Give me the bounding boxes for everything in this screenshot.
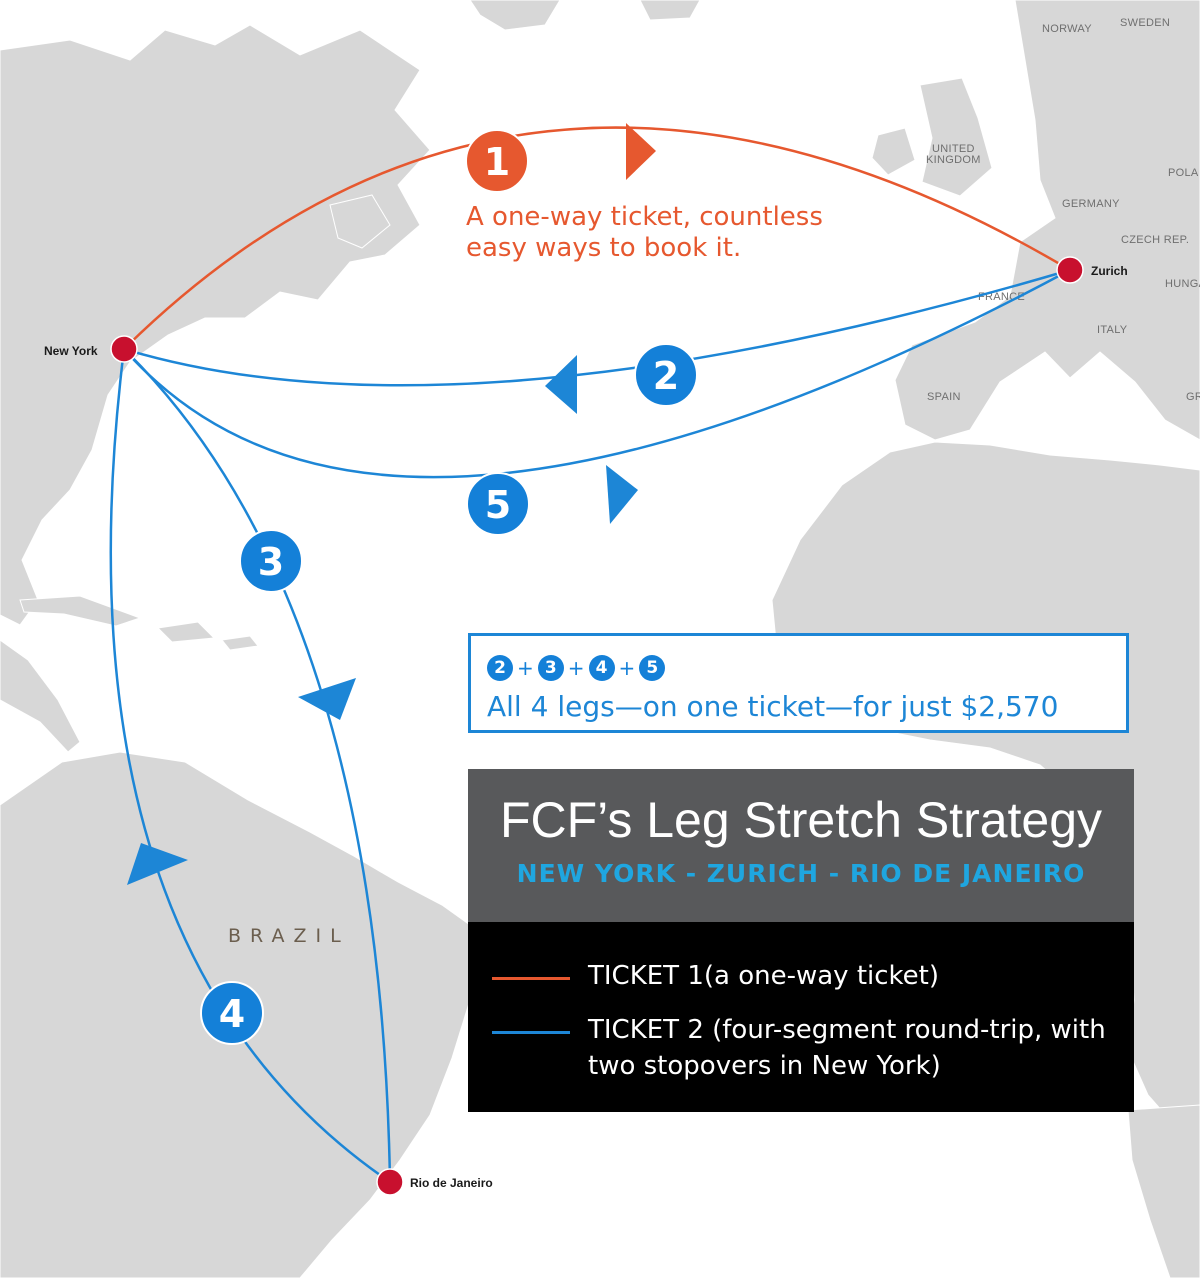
- label-czech-rep: CZECH REP.: [1121, 234, 1189, 246]
- arctic-landmass: [469, 0, 561, 31]
- label-kingdom: KINGDOM: [926, 154, 981, 166]
- legend-row-ticket-1: TICKET 1(a one-way ticket): [492, 958, 1128, 994]
- label-hungary: HUNGA: [1165, 278, 1200, 290]
- formula-plus: +: [618, 656, 636, 680]
- arrow-left-icon: [545, 355, 577, 414]
- leg-badge-4-number: 4: [219, 992, 245, 1036]
- legend-label-ticket-2: TICKET 2 (four-segment round-trip, with …: [588, 1015, 1106, 1081]
- newfoundland-landmass: [329, 194, 391, 249]
- ireland-landmass: [871, 127, 916, 176]
- label-italy: ITALY: [1097, 324, 1128, 336]
- city-new-york: New York: [44, 335, 138, 363]
- label-greece: GR: [1186, 391, 1200, 403]
- legend-swatch-ticket-1: [492, 977, 570, 980]
- cuba-landmass: [19, 595, 142, 627]
- label-germany: GERMANY: [1062, 198, 1120, 210]
- southern-africa-landmass: [1127, 1104, 1200, 1278]
- leg-badge-1: 1: [465, 129, 529, 193]
- route-leg-2: [123, 268, 1071, 387]
- formula-plus: +: [567, 656, 585, 680]
- leg-badge-5: 5: [466, 472, 530, 536]
- offer-callout-box: 2 + 3 + 4 + 5 All 4 legs—on one ticket—f…: [468, 633, 1129, 733]
- city-zurich: Zurich: [1056, 256, 1128, 284]
- leg-badge-3: 3: [239, 529, 303, 593]
- leg-badge-2-number: 2: [653, 354, 679, 398]
- infographic-subtitle: NEW YORK - ZURICH - RIO DE JANEIRO: [516, 859, 1086, 888]
- label-sweden: SWEDEN: [1120, 17, 1170, 29]
- formula-badge-3: 3: [537, 655, 564, 681]
- city-label-zurich: Zurich: [1091, 264, 1128, 278]
- ticket-1-caption-line-2: easy ways to book it.: [466, 233, 742, 263]
- direction-arrows: [127, 123, 656, 885]
- formula-plus: +: [517, 656, 534, 680]
- ticket-1-caption: A one-way ticket, countless easy ways to…: [466, 202, 886, 264]
- legend-swatch-ticket-2: [492, 1031, 570, 1034]
- leg-badge-1-number: 1: [484, 140, 510, 184]
- arrow-right-icon: [606, 465, 638, 524]
- city-marker-dot: [376, 1168, 404, 1196]
- label-brazil: BRAZIL: [228, 925, 350, 947]
- city-label-rio: Rio de Janeiro: [410, 1176, 493, 1190]
- hispaniola-landmass: [156, 621, 216, 643]
- arrow-right-icon: [626, 123, 656, 180]
- label-poland: POLA: [1168, 167, 1199, 179]
- legend-panel: TICKET 1(a one-way ticket) TICKET 2 (fou…: [468, 922, 1134, 1112]
- label-spain: SPAIN: [927, 391, 961, 403]
- central-america-landmass: [0, 639, 81, 753]
- title-panel: FCF’s Leg Stretch Strategy NEW YORK - ZU…: [468, 769, 1134, 922]
- uk-landmass: [919, 77, 993, 197]
- label-united: UNITED: [932, 143, 975, 155]
- offer-formula: 2 + 3 + 4 + 5: [487, 654, 666, 682]
- ticket-1-caption-line-1: A one-way ticket, countless: [466, 202, 823, 232]
- leg-badge-3-number: 3: [258, 540, 284, 584]
- formula-badge-2: 2: [487, 655, 513, 681]
- city-rio-de-janeiro: Rio de Janeiro: [376, 1168, 493, 1196]
- iceland-landmass: [639, 0, 701, 21]
- city-marker-dot: [110, 335, 138, 363]
- north-america-landmass: [0, 24, 431, 626]
- legend-row-ticket-2: TICKET 2 (four-segment round-trip, with …: [492, 1012, 1128, 1084]
- formula-badge-5: 5: [639, 655, 666, 681]
- arrow-down-icon: [298, 678, 356, 720]
- europe-landmass: [894, 0, 1200, 441]
- leg-badge-5-number: 5: [485, 483, 511, 527]
- route-leg-1: [123, 126, 1071, 350]
- legend-label-ticket-1: TICKET 1(a one-way ticket): [588, 961, 939, 991]
- city-marker-dot: [1056, 256, 1084, 284]
- city-label-new-york: New York: [44, 344, 98, 358]
- leg-badge-4: 4: [200, 981, 264, 1045]
- caribbean-islands: [221, 635, 259, 651]
- offer-text: All 4 legs—on one ticket—for just $2,570: [487, 690, 1059, 723]
- leg-badge-2: 2: [634, 343, 698, 407]
- label-norway: NORWAY: [1042, 23, 1092, 35]
- infographic-title: FCF’s Leg Stretch Strategy: [499, 792, 1103, 848]
- route-leg-3: [123, 348, 392, 1183]
- formula-badge-4: 4: [588, 655, 615, 681]
- arrow-up-icon: [127, 843, 188, 885]
